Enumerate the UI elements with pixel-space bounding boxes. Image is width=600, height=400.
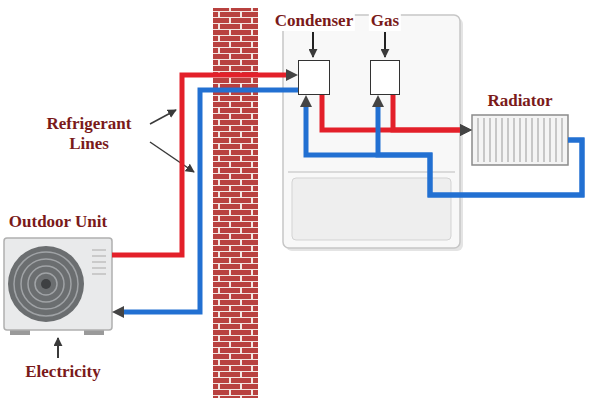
node-label: Outdoor Unit [7, 212, 109, 232]
node-label: Gas [369, 11, 401, 31]
refrigerant-line [124, 90, 298, 312]
leader-line [150, 110, 176, 124]
flow-pipe [322, 95, 460, 130]
text-label: Refrigerant Lines [30, 114, 148, 154]
flow-pipe [393, 95, 460, 130]
outdoor-unit: Outdoor Unit [4, 238, 112, 330]
brick-wall [213, 8, 258, 398]
node-label: Radiator [485, 91, 554, 111]
electricity-arrow [57, 338, 59, 358]
outdoor-unit-symbol [4, 238, 112, 335]
return-pipe [378, 107, 582, 195]
text-label: Electricity [23, 362, 103, 382]
leader-line [384, 32, 386, 57]
leader-line [150, 142, 194, 172]
leader-line [312, 32, 314, 57]
radiator: Radiator [472, 115, 568, 165]
return-pipe [306, 107, 582, 195]
indoor-unit [283, 15, 463, 251]
radiator-symbol [472, 115, 568, 165]
supply-label: Electricity [8, 362, 118, 382]
condenser-box: Condenser [298, 60, 330, 95]
gas-box: Gas [370, 60, 400, 95]
line-label: Refrigerant Lines [30, 114, 148, 154]
node-label: Condenser [273, 11, 355, 31]
